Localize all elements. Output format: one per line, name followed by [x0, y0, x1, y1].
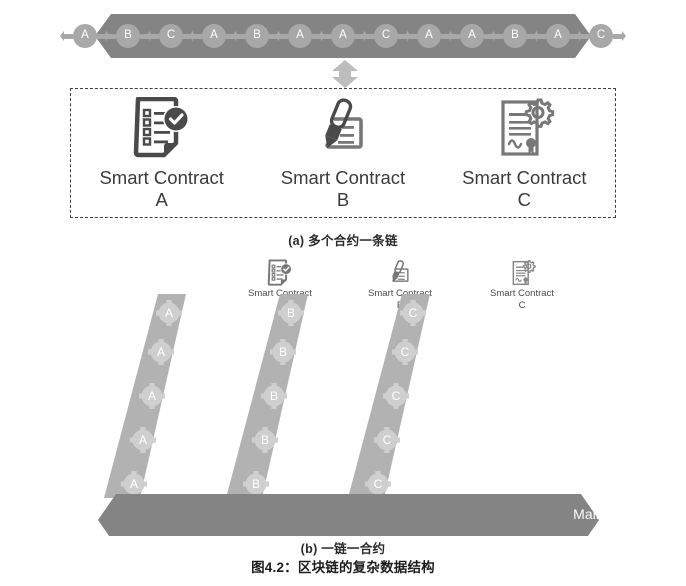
chain-link-connector [490, 31, 503, 41]
side-chain-block-label: A [138, 433, 147, 447]
smart-contract-letter-a: A [155, 189, 168, 211]
mini-smart-contract-label-b: Smart Contract [368, 288, 432, 299]
chain-block-label: C [159, 24, 183, 48]
caption-panel-a: (a) 多个合约一条链 [288, 234, 398, 248]
chain-block: C [361, 24, 411, 48]
chain-link-connector [361, 31, 374, 41]
chain-link-connector [318, 31, 331, 41]
chain-block: B [490, 24, 540, 48]
chain-block: A [275, 24, 325, 48]
side-chain-block-label: C [391, 389, 401, 403]
panel-b-one-chain-one-contract: Smart Contract A Smart Contract B [0, 248, 686, 536]
smart-contract-letter-b: B [336, 189, 350, 211]
chain-block: B [103, 24, 153, 48]
smart-contract-card-b: Smart Contract B [258, 95, 428, 211]
chain-block: A [533, 24, 583, 48]
smart-contract-group-box: Smart Contract A Smart Contract B [70, 88, 616, 218]
chain-link-connector [189, 31, 202, 41]
chain-block-label: B [116, 24, 140, 48]
chain-link-connector [103, 31, 116, 41]
side-chain-c [348, 294, 430, 498]
side-chain-block-label: C [373, 477, 383, 491]
caption-panel-b: (b) 一链一合约 [300, 542, 386, 556]
chain-link-connector [404, 31, 417, 41]
chain-block: C [146, 24, 196, 48]
smart-contract-card-c: Smart Contract C [439, 95, 609, 211]
side-chains-and-main-chain [98, 294, 599, 536]
chain-block: C [576, 24, 626, 48]
double-arrow-vertical-icon [330, 60, 360, 88]
side-chain-block-label: B [269, 389, 278, 403]
side-chain-block-label: B [286, 306, 295, 320]
side-chain-a [104, 294, 186, 498]
mini-smart-contract-c: Smart Contract C [457, 254, 587, 313]
mini-smart-contract-letter-c: C [518, 300, 526, 312]
figure-title: 图4.2：区块链的复杂数据结构 [251, 560, 435, 575]
chain-block-label: A [331, 24, 355, 48]
smart-contract-label-a: Smart Contract [99, 167, 224, 188]
document-gear-seal-icon [457, 254, 587, 288]
side-chain-block-label: A [129, 477, 138, 491]
smart-contract-card-a: Smart Contract A [77, 95, 247, 211]
main-chain-label: Main Chain [573, 506, 644, 522]
chain-block: B [232, 24, 282, 48]
chain-link-connector [613, 31, 626, 41]
chain-link-connector [146, 31, 159, 41]
side-chain-b [226, 294, 308, 498]
smart-contract-letter-c: C [517, 189, 531, 211]
smart-contract-label-b: Smart Contract [280, 167, 406, 188]
chain-block-label: B [245, 24, 269, 48]
chain-block-label: C [589, 24, 613, 48]
chain-block-label: A [288, 24, 312, 48]
chain-link-connector [576, 31, 589, 41]
chain-block-label: A [202, 24, 226, 48]
main-chain-arrow-bar [98, 494, 599, 536]
chain-link-connector [232, 31, 245, 41]
chain-block-label: A [546, 24, 570, 48]
pen-signing-document-icon [313, 95, 373, 161]
chain-link-connector [447, 31, 460, 41]
chain-block: A [60, 24, 110, 48]
checklist-document-check-icon [132, 95, 192, 161]
side-chain-block-label: B [251, 477, 260, 491]
chain-block: A [318, 24, 368, 48]
chain-block-label: B [503, 24, 527, 48]
document-gear-seal-icon [493, 95, 555, 161]
side-chain-block-label: B [278, 345, 287, 359]
mini-smart-contract-label-a: Smart Contract [248, 288, 312, 299]
side-chain-block-label: C [400, 345, 410, 359]
chain-link-connector [60, 31, 73, 41]
chain-block: A [447, 24, 497, 48]
side-chain-block-label: C [382, 433, 392, 447]
side-chain-block-label: A [164, 306, 173, 320]
chain-link-connector [275, 31, 288, 41]
chain-block: A [404, 24, 454, 48]
chain-block-label: A [460, 24, 484, 48]
checklist-document-check-icon [215, 254, 345, 288]
chain-block-label: A [73, 24, 97, 48]
chain-block: A [189, 24, 239, 48]
pen-signing-document-icon [335, 254, 465, 288]
mini-smart-contract-label-c: Smart Contract [490, 288, 554, 299]
chain-link-connector [533, 31, 546, 41]
side-chain-block-label: A [147, 389, 156, 403]
side-chain-block-label: C [408, 306, 418, 320]
chain-block-label: A [417, 24, 441, 48]
chain-block-label: C [374, 24, 398, 48]
side-chain-block-label: B [260, 433, 269, 447]
side-chain-block-label: A [156, 345, 165, 359]
smart-contract-label-c: Smart Contract [462, 167, 587, 188]
